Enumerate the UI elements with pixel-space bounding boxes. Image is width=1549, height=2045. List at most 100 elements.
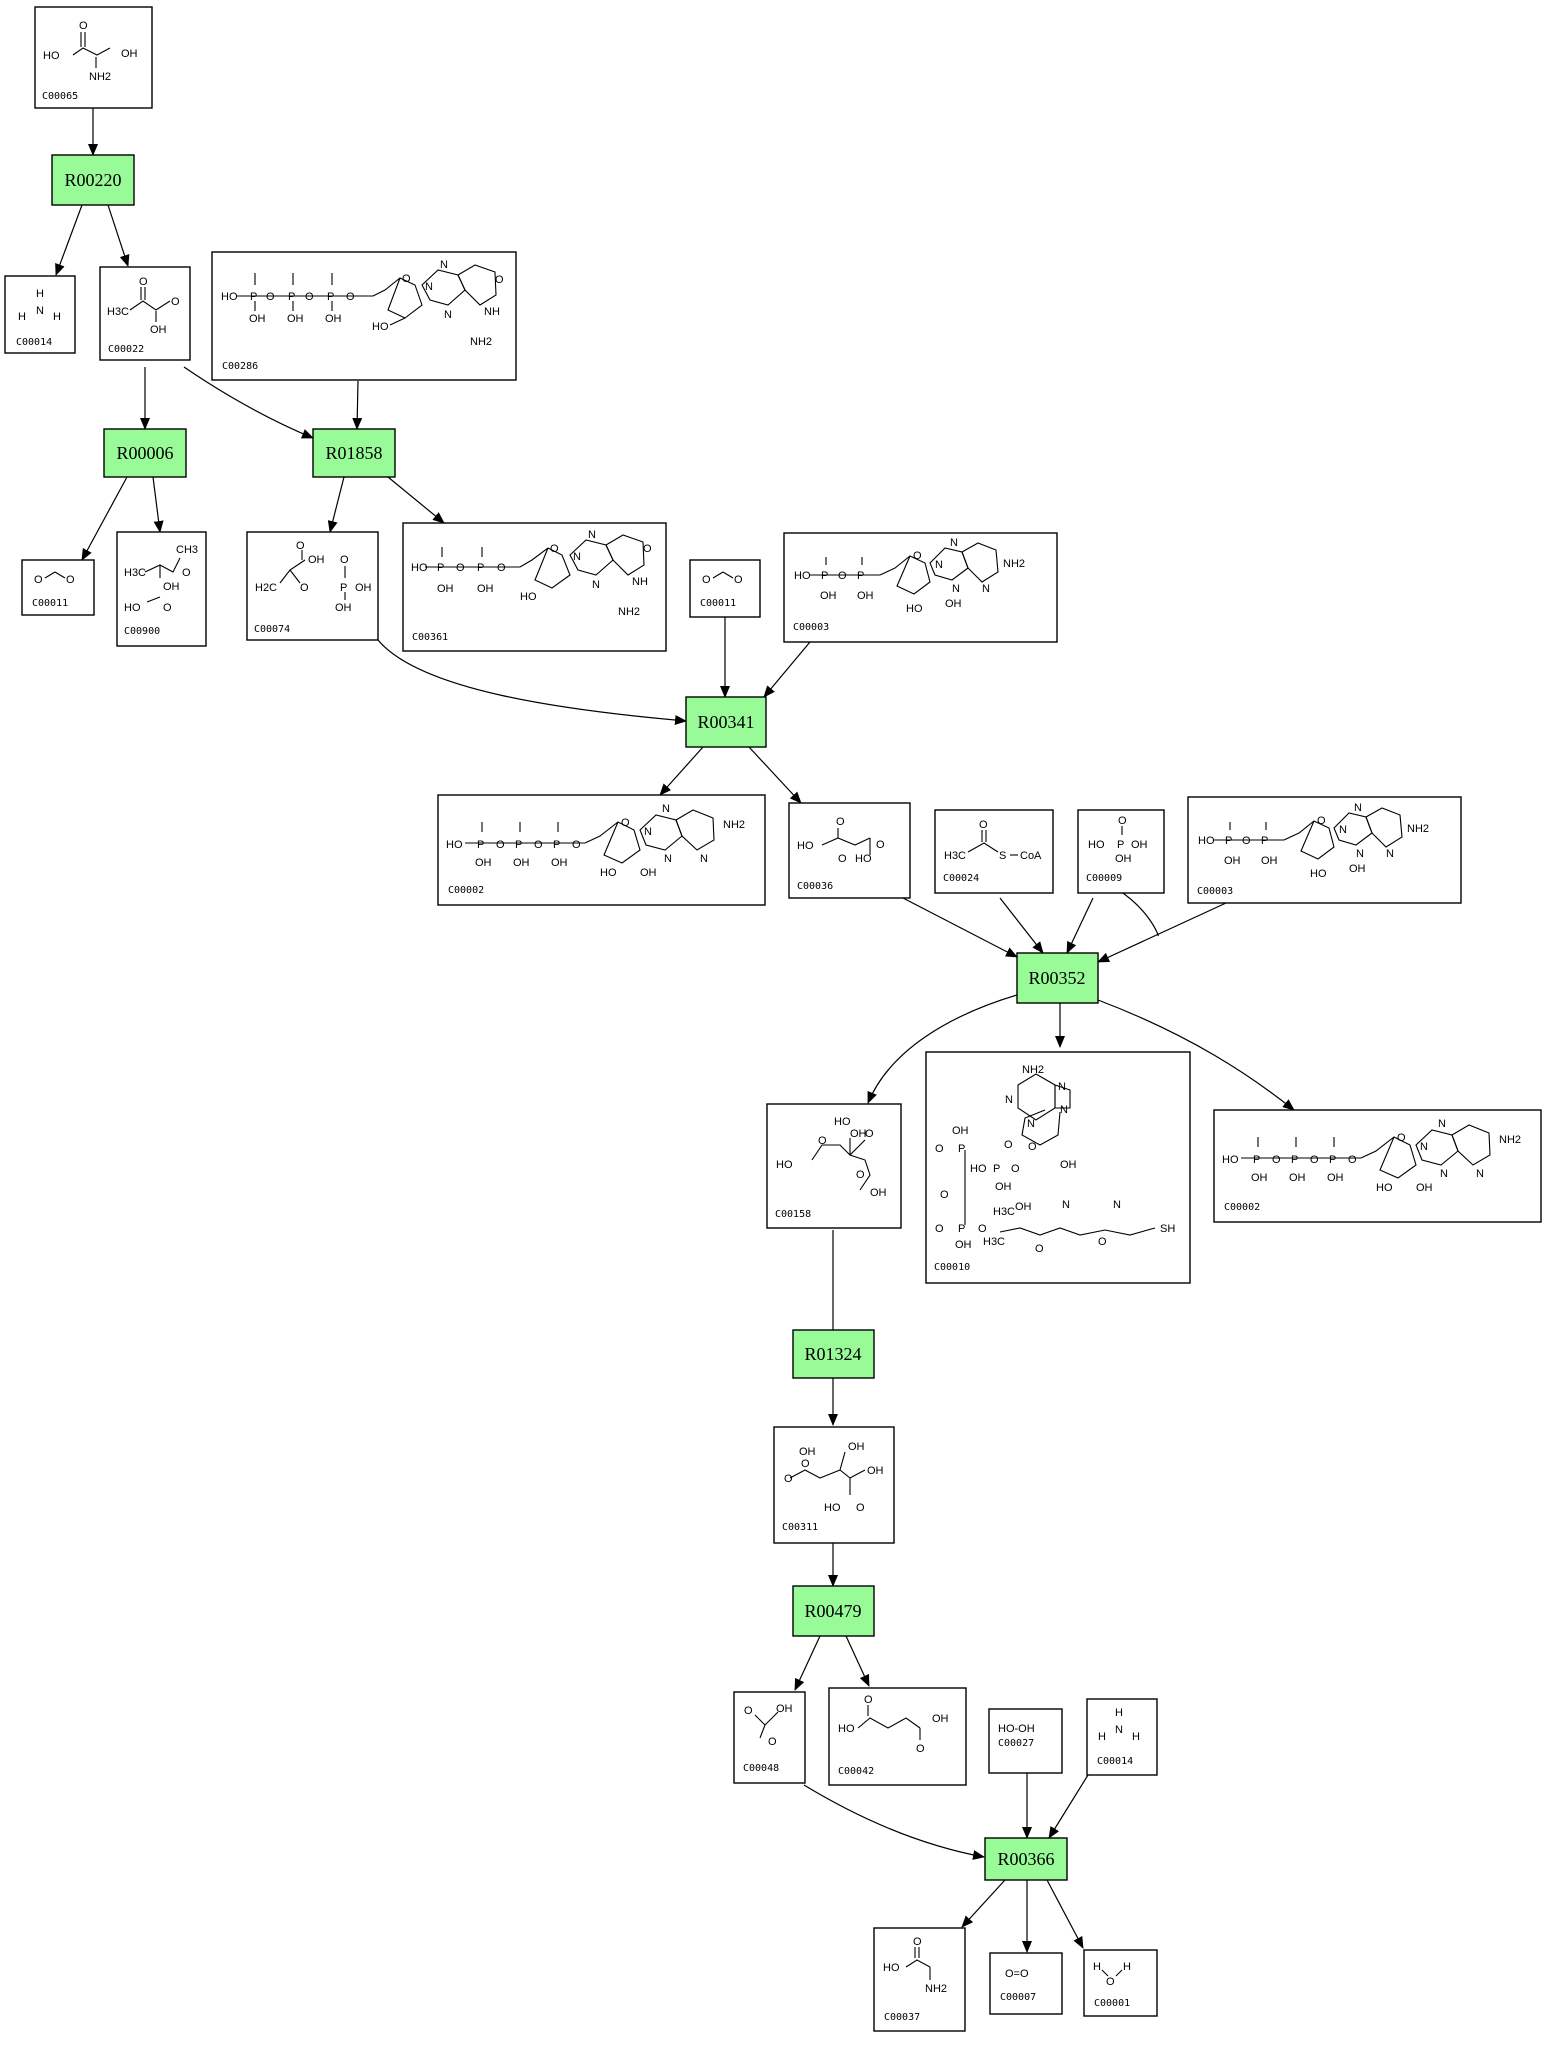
atom: O: [300, 582, 309, 594]
compound-node[interactable]: O H3C S CoA C00024: [934, 809, 1054, 894]
structure: HO O OH NH2: [43, 20, 138, 83]
compound-node[interactable]: HO O OH NH2 C00065: [34, 6, 153, 109]
atom: O: [1242, 835, 1251, 847]
atom: OH: [335, 602, 352, 614]
atom: P: [1253, 1154, 1260, 1166]
atom: P: [1261, 835, 1268, 847]
compound-node[interactable]: CH3 H3C O OH HO O C00900: [116, 531, 207, 647]
atom: O: [916, 1743, 925, 1755]
compound-id: C00003: [793, 622, 829, 633]
structure: HO P O P OH OH O N N NH2 N N HO OH: [1198, 802, 1429, 880]
atom: OH: [870, 1187, 887, 1199]
atom: O: [865, 1128, 874, 1140]
edge: [999, 897, 1044, 954]
atom: HO: [1310, 868, 1327, 880]
atom: N: [1440, 1168, 1448, 1180]
atom: N: [425, 281, 433, 293]
atom: OH: [995, 1181, 1012, 1193]
compound-node[interactable]: O HO O O HO C00036: [788, 802, 911, 899]
edge: [107, 204, 130, 267]
atom: O: [305, 291, 314, 303]
atom: N: [1062, 1199, 1070, 1211]
atom: HO: [520, 591, 537, 603]
reaction-id: R00220: [64, 170, 121, 190]
compound-node[interactable]: HO P O P OH OH O N N NH2 N N HO OH C0000…: [1187, 796, 1462, 904]
reaction-node[interactable]: R00006: [103, 428, 187, 478]
compound-node[interactable]: O HO P OH OH C00009: [1077, 809, 1165, 894]
atom: NH: [632, 576, 648, 588]
atom: P: [250, 291, 257, 303]
atom: N: [1027, 1118, 1035, 1130]
compound-node[interactable]: O HO OH O C00042: [828, 1687, 967, 1786]
compound-node[interactable]: O OH O C00048: [733, 1691, 806, 1784]
reaction-id: R00352: [1028, 968, 1085, 988]
compound-node[interactable]: HO P O P O P O OH OH OH O N N NH2 N N HO…: [437, 794, 766, 906]
reaction-node[interactable]: R00220: [51, 154, 135, 206]
compound-node[interactable]: OH O OH O OH HO O C00311: [773, 1426, 895, 1544]
compound-node[interactable]: HO P O P OH OH O N N NH2 N N HO OH C0000…: [783, 532, 1058, 643]
compound-node[interactable]: HO P O P O P O OH OH OH O N N NH2 N N HO…: [1213, 1109, 1542, 1223]
compound-node[interactable]: O OH H2C O P OH O OH C00074: [246, 531, 379, 641]
reaction-node[interactable]: R01858: [312, 428, 396, 478]
compound-id: C00037: [884, 2012, 920, 2023]
compound-node[interactable]: O O C00011: [689, 559, 761, 618]
reaction-node[interactable]: R00341: [685, 696, 767, 748]
compound-node[interactable]: O=O C00007: [989, 1952, 1063, 2015]
atom: O: [838, 853, 847, 865]
atom: OH: [850, 1128, 867, 1140]
atom: HO: [1198, 835, 1215, 847]
atom: O: [1397, 1132, 1406, 1144]
atom: O: [1348, 1154, 1357, 1166]
atom: P: [1291, 1154, 1298, 1166]
atom: H: [1093, 1961, 1101, 1973]
atom: O: [1004, 1139, 1013, 1151]
compound-node[interactable]: O HO NH2 C00037: [873, 1927, 966, 2032]
structure: HO O O OH HO O OH: [776, 1116, 887, 1199]
reaction-id: R01324: [804, 1344, 861, 1364]
edge: [1046, 1879, 1084, 1949]
atom: OH: [513, 857, 530, 869]
atom: P: [958, 1143, 965, 1155]
atom: P: [993, 1163, 1000, 1175]
compound-node[interactable]: NH2 N N N N OH O P O O HO P O OH O OH O …: [925, 1051, 1191, 1284]
atom: N: [1060, 1104, 1068, 1116]
edge: [659, 746, 704, 796]
compound-node[interactable]: H H N H C00014: [4, 275, 76, 354]
edge: [1097, 999, 1295, 1111]
compound-node[interactable]: HO P OH O P OH O P OH O O N N O NH N NH2…: [211, 251, 517, 381]
compound-node[interactable]: H O H C00001: [1083, 1949, 1158, 2017]
atom: P: [857, 570, 864, 582]
atom: OH: [1327, 1172, 1344, 1184]
atom: O: [402, 273, 411, 285]
atom: OH: [955, 1239, 972, 1251]
reaction-node[interactable]: R00352: [1016, 952, 1099, 1004]
atom: O: [818, 1135, 827, 1147]
atom: NH2: [1407, 823, 1429, 835]
compound-id: C00027: [998, 1738, 1034, 1749]
reaction-node[interactable]: R01324: [792, 1329, 875, 1379]
compound-node[interactable]: HO P O P O OH OH O N N O NH N NH2 HO C00…: [402, 522, 667, 652]
atom: H3C: [993, 1206, 1015, 1218]
reaction-node[interactable]: R00366: [984, 1837, 1068, 1881]
compound-node[interactable]: H H N H C00014: [1086, 1698, 1158, 1776]
structure: H O H: [1093, 1961, 1131, 1988]
structure: O HO OH O: [838, 1694, 949, 1755]
atom: N: [982, 583, 990, 595]
compound-node[interactable]: O H3C O OH C00022: [99, 266, 191, 361]
compound-node[interactable]: HO O O OH HO O OH C00158: [766, 1103, 902, 1229]
compound-id: C00311: [782, 1522, 818, 1533]
atom: N: [440, 259, 448, 271]
reaction-node[interactable]: R00479: [792, 1585, 875, 1637]
edge: [961, 1879, 1006, 1928]
atom: O: [643, 543, 652, 555]
compound-node[interactable]: HO-OH C00027: [988, 1708, 1063, 1774]
atom: H: [18, 311, 26, 323]
atom: OH: [308, 554, 325, 566]
compound-node[interactable]: O O C00011: [21, 559, 95, 616]
compound-id: C00014: [16, 337, 52, 348]
atom: CH3: [176, 544, 198, 556]
reaction-id: R00366: [997, 1849, 1054, 1869]
atom: SH: [1160, 1223, 1175, 1235]
atom: OH: [1261, 855, 1278, 867]
atom: O: [1011, 1163, 1020, 1175]
